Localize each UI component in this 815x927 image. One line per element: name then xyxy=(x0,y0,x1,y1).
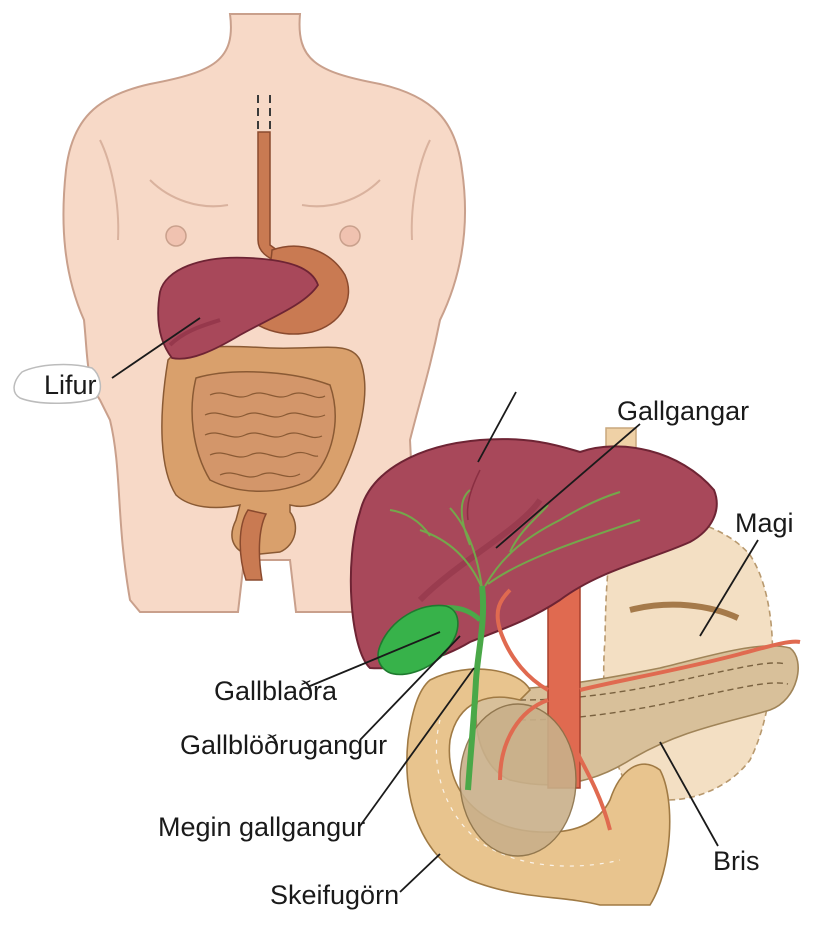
label-gallblodrugangur: Gallblöðrugangur xyxy=(180,732,387,759)
label-gallbladra: Gallblaðra xyxy=(214,678,337,705)
label-magi: Magi xyxy=(735,510,794,537)
detail-view xyxy=(351,428,800,905)
label-lifur: Lifur xyxy=(44,372,97,399)
label-bris: Bris xyxy=(713,848,760,875)
label-gallgangar: Gallgangar xyxy=(617,398,749,425)
label-skeifugorn: Skeifugörn xyxy=(270,882,399,909)
right-nipple xyxy=(340,226,360,246)
label-megin-gallgangur: Megin gallgangur xyxy=(158,814,365,841)
pancreas-head xyxy=(460,704,576,856)
left-nipple xyxy=(166,226,186,246)
